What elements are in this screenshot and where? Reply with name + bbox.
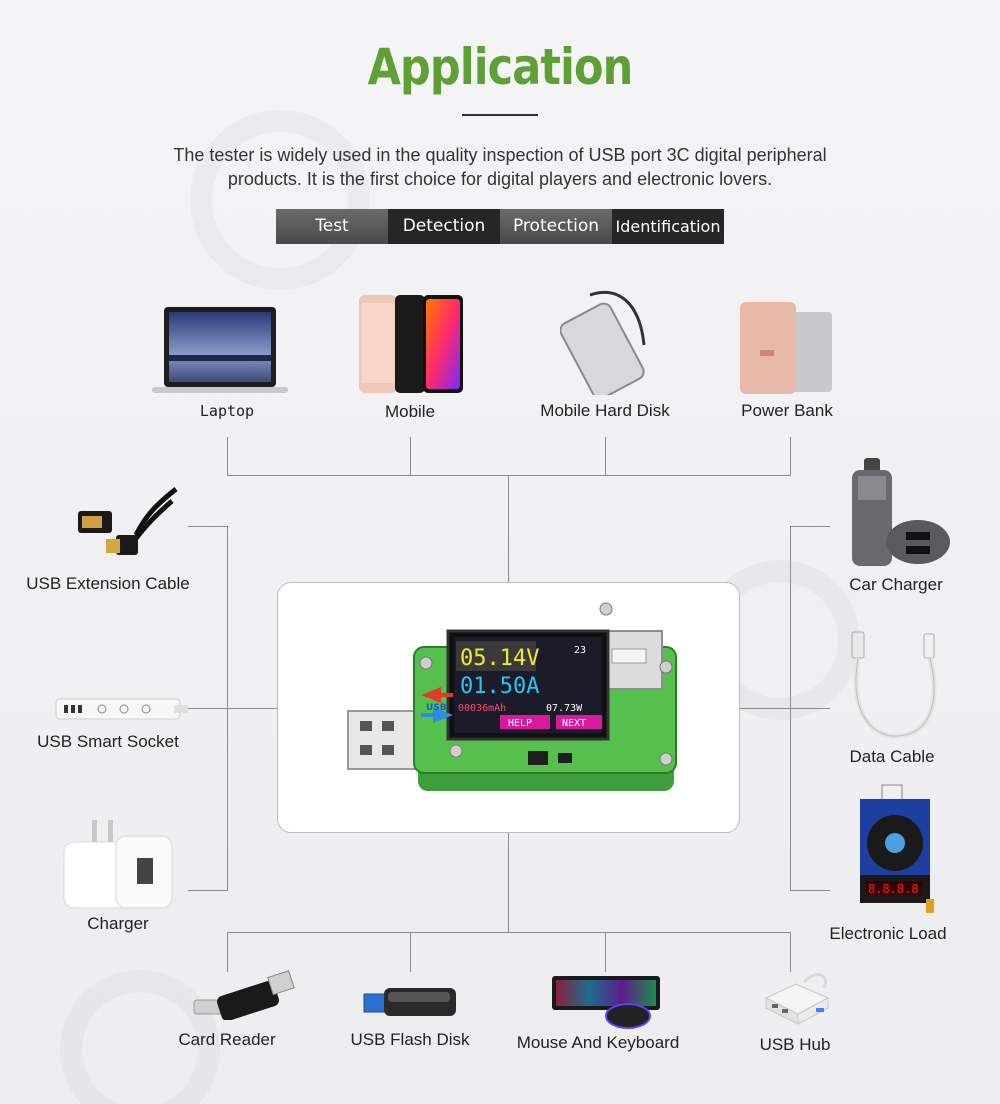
charger-icon bbox=[63, 820, 173, 909]
temp-readout: 23 bbox=[574, 645, 586, 656]
description-line: products. It is the first choice for dig… bbox=[227, 169, 773, 189]
hard-disk-label: Mobile Hard Disk bbox=[540, 401, 670, 420]
usb-extension-label: USB Extension Cable bbox=[26, 574, 190, 593]
electronic-load-label: Electronic Load bbox=[829, 924, 947, 943]
usb-hub-icon bbox=[764, 973, 830, 1025]
flash-disk-icon bbox=[363, 988, 456, 1016]
data-cable-icon bbox=[851, 631, 937, 739]
usb-extension-cable-icon bbox=[78, 487, 178, 555]
description: The tester is widely used in the quality… bbox=[100, 143, 900, 191]
mouse-keyboard-icon bbox=[552, 976, 660, 1029]
voltage-readout: 05.14V bbox=[460, 646, 539, 671]
connector-line bbox=[790, 526, 830, 527]
connector-line bbox=[227, 475, 791, 476]
mouse-keyboard-label: Mouse And Keyboard bbox=[516, 1033, 680, 1052]
connector-line bbox=[188, 890, 228, 891]
energy-readout: 00036mAh bbox=[458, 703, 506, 714]
smart-socket-label: USB Smart Socket bbox=[37, 732, 179, 751]
hard-disk-icon bbox=[560, 290, 646, 395]
page-title: Application bbox=[367, 38, 634, 96]
help-label: HELP bbox=[508, 718, 532, 729]
connector-line bbox=[790, 932, 791, 972]
connector-line bbox=[508, 833, 509, 933]
connector-line bbox=[790, 890, 830, 891]
smart-socket-icon bbox=[55, 698, 188, 720]
connector-line bbox=[227, 932, 228, 972]
power-bank-label: Power Bank bbox=[741, 401, 833, 420]
title-divider bbox=[462, 114, 538, 116]
power-bank-icon bbox=[740, 302, 832, 394]
connector-line bbox=[410, 437, 411, 476]
description-line: The tester is widely used in the quality… bbox=[173, 145, 827, 165]
usb-hub-label: USB Hub bbox=[759, 1035, 831, 1054]
watermark-ring bbox=[190, 110, 370, 290]
connector-line bbox=[227, 437, 228, 476]
flash-disk-label: USB Flash Disk bbox=[350, 1030, 470, 1049]
connector-line bbox=[790, 437, 791, 476]
current-readout: 01.50A bbox=[460, 674, 539, 699]
connector-line bbox=[605, 437, 606, 476]
mobile-label: Mobile bbox=[384, 402, 436, 421]
laptop-icon bbox=[152, 307, 288, 393]
feature-tag-bar: Test Detection Protection Identification bbox=[276, 209, 724, 244]
data-cable-label: Data Cable bbox=[849, 747, 935, 766]
connector-line bbox=[410, 932, 411, 972]
connector-line bbox=[605, 932, 606, 972]
next-label: NEXT bbox=[562, 718, 586, 729]
tag-detection: Detection bbox=[388, 209, 500, 244]
power-readout: 07.73W bbox=[546, 703, 583, 714]
laptop-label: Laptop bbox=[199, 402, 255, 420]
tag-test: Test bbox=[276, 209, 388, 244]
connector-line bbox=[188, 708, 278, 709]
usb-tester-icon: 05.14V 01.50A 23 00036mAh 07.73W HELP NE… bbox=[347, 602, 677, 791]
connector-line bbox=[508, 475, 509, 583]
charger-label: Charger bbox=[87, 914, 149, 933]
connector-line bbox=[227, 932, 791, 933]
tag-identification: Identification bbox=[612, 209, 724, 244]
usb-mark: USB bbox=[426, 703, 447, 713]
card-reader-icon bbox=[193, 970, 295, 1020]
tag-protection: Protection bbox=[500, 209, 612, 244]
connector-line bbox=[740, 708, 830, 709]
electronic-load-icon: 8.8.8.8 bbox=[860, 784, 934, 913]
mobile-icon bbox=[359, 295, 463, 393]
card-reader-label: Card Reader bbox=[178, 1030, 276, 1049]
car-charger-label: Car Charger bbox=[849, 575, 943, 594]
svg-text:8.8.8.8: 8.8.8.8 bbox=[868, 882, 919, 896]
connector-line bbox=[188, 526, 228, 527]
tester-panel: 05.14V 01.50A 23 00036mAh 07.73W HELP NE… bbox=[277, 582, 740, 833]
car-charger-icon bbox=[852, 458, 950, 566]
